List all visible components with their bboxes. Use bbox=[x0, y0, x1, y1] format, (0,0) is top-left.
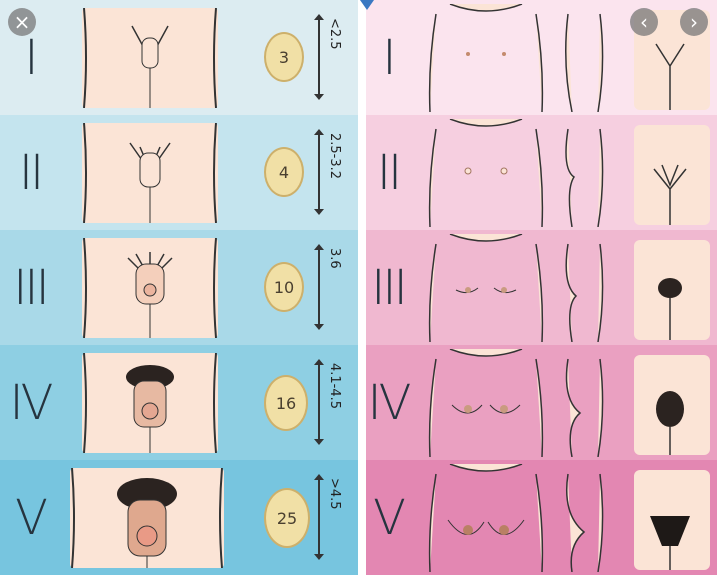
volume-badge: 4 bbox=[264, 147, 304, 197]
male-figure-icon bbox=[82, 123, 218, 223]
male-stage-row: III 10 3.6 bbox=[0, 230, 358, 345]
length-indicator: 3.6 bbox=[312, 240, 346, 335]
female-figure-icon bbox=[416, 234, 712, 342]
male-illustration bbox=[82, 353, 218, 453]
female-stage-row: I bbox=[366, 0, 717, 115]
stage-numeral: II bbox=[0, 115, 60, 230]
female-stage-row: V bbox=[366, 460, 717, 575]
stage-numeral: II bbox=[366, 115, 410, 230]
stage-numeral: III bbox=[0, 230, 60, 345]
stage-numeral: I bbox=[366, 0, 410, 115]
female-figure-icon bbox=[416, 464, 712, 572]
close-icon: × bbox=[14, 10, 31, 34]
volume-badge: 10 bbox=[264, 262, 304, 312]
length-arrow-icon bbox=[318, 478, 320, 556]
male-illustration bbox=[82, 8, 218, 108]
length-label: 2.5-3.2 bbox=[322, 133, 342, 211]
female-stage-row: III bbox=[366, 230, 717, 345]
volume-badge: 25 bbox=[264, 488, 310, 548]
length-indicator: 2.5-3.2 bbox=[312, 125, 346, 220]
length-label: 4.1-4.5 bbox=[322, 363, 342, 441]
stage-numeral: III bbox=[366, 230, 410, 345]
length-label: 3.6 bbox=[322, 248, 342, 326]
female-figure-icon bbox=[416, 349, 712, 457]
male-stage-row: I 3 <2.5 bbox=[0, 0, 358, 115]
stage-numeral: IV bbox=[0, 345, 60, 460]
previous-button[interactable]: ‹ bbox=[630, 8, 658, 36]
length-label: >4.5 bbox=[322, 478, 342, 556]
length-arrow-icon bbox=[318, 18, 320, 96]
male-stage-row: IV 16 4.1-4.5 bbox=[0, 345, 358, 460]
stage-numeral: V bbox=[0, 460, 60, 575]
volume-badge: 16 bbox=[264, 375, 308, 431]
length-arrow-icon bbox=[318, 363, 320, 441]
male-illustration bbox=[70, 468, 224, 568]
length-indicator: >4.5 bbox=[312, 470, 346, 565]
female-stage-row: IV bbox=[366, 345, 717, 460]
male-illustration bbox=[82, 123, 218, 223]
female-stage-panel: I II III IV bbox=[366, 0, 717, 577]
next-button[interactable]: › bbox=[680, 8, 708, 36]
male-figure-icon bbox=[70, 468, 224, 568]
female-figure-icon bbox=[416, 119, 712, 227]
length-indicator: 4.1-4.5 bbox=[312, 355, 346, 450]
chevron-left-icon: ‹ bbox=[640, 10, 648, 34]
chevron-right-icon: › bbox=[690, 10, 698, 34]
male-figure-icon bbox=[82, 8, 218, 108]
length-arrow-icon bbox=[318, 133, 320, 211]
male-figure-icon bbox=[82, 238, 218, 338]
male-stage-panel: I 3 <2.5 II 4 bbox=[0, 0, 358, 577]
length-indicator: <2.5 bbox=[312, 10, 346, 105]
female-stage-row: II bbox=[366, 115, 717, 230]
male-stage-row: V 25 >4.5 bbox=[0, 460, 358, 575]
volume-badge: 3 bbox=[264, 32, 304, 82]
length-label: <2.5 bbox=[322, 18, 342, 96]
close-button[interactable]: × bbox=[8, 8, 36, 36]
female-figure-icon bbox=[416, 4, 712, 112]
stage-numeral: IV bbox=[366, 345, 410, 460]
male-illustration bbox=[82, 238, 218, 338]
male-figure-icon bbox=[82, 353, 218, 453]
length-arrow-icon bbox=[318, 248, 320, 326]
stage-numeral: V bbox=[366, 460, 410, 575]
position-marker-icon bbox=[360, 0, 374, 10]
male-stage-row: II 4 2.5-3.2 bbox=[0, 115, 358, 230]
